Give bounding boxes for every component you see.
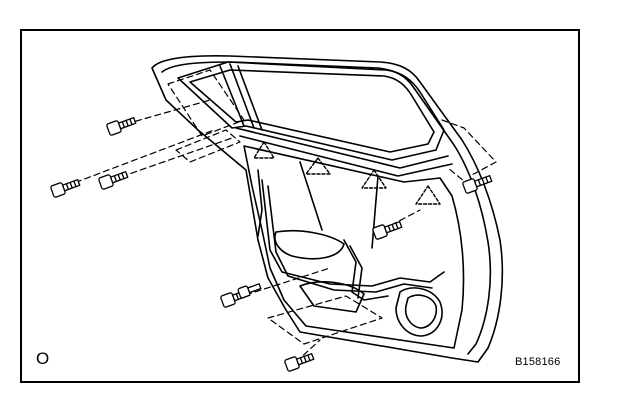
clip-marker-2 xyxy=(305,157,331,175)
corner-label: O xyxy=(36,349,50,368)
bolt-5 xyxy=(372,220,403,240)
inner-panel xyxy=(243,145,465,349)
window-frame-inner xyxy=(189,69,435,153)
guide-line-left-strip xyxy=(175,129,241,163)
bolt-4 xyxy=(462,174,493,194)
speaker-outer xyxy=(395,287,443,337)
clip-marker-1 xyxy=(253,141,275,159)
bolt-8 xyxy=(237,283,262,299)
figure-frame xyxy=(20,29,580,383)
wire-harness-branch xyxy=(343,239,389,301)
guide-line-left-box xyxy=(167,69,245,137)
glass-run-channel xyxy=(219,63,263,131)
door-inner-edge xyxy=(161,61,492,355)
window-frame-outer xyxy=(177,61,445,161)
window-lower-rail xyxy=(235,127,453,177)
service-hole-upper xyxy=(274,229,345,260)
clip-marker-4 xyxy=(415,185,441,205)
guide-line-bolt-3 xyxy=(111,137,233,181)
guide-line-bolt-1 xyxy=(125,99,211,125)
guide-line-bolt-6 xyxy=(235,267,331,299)
speaker-inner xyxy=(404,294,438,329)
guide-line-bolt-2 xyxy=(65,129,215,187)
bolt-7 xyxy=(284,352,315,372)
wire-harness xyxy=(261,179,445,293)
guide-line-bolt-5 xyxy=(381,209,421,231)
window-regulator-rail xyxy=(299,161,379,249)
figure-code: B158166 xyxy=(515,356,561,368)
bolt-3 xyxy=(98,170,129,190)
bolt-1 xyxy=(106,116,137,136)
guide-line-lower-box xyxy=(267,295,383,345)
door-check-link xyxy=(257,169,263,237)
guide-line-right-box xyxy=(441,119,497,177)
clip-marker-3 xyxy=(361,169,387,189)
bolt-2 xyxy=(50,178,81,198)
service-hole-lower xyxy=(299,281,365,313)
